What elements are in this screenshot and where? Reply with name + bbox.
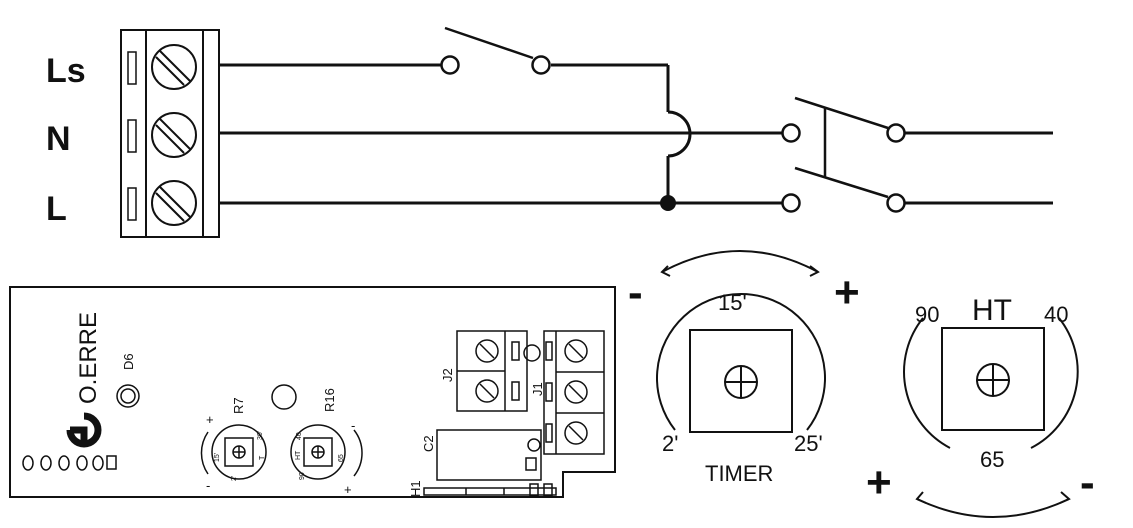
r16-scale-max: 65 (338, 454, 345, 462)
ht-label: HT (972, 294, 1012, 327)
timer-plus: + (834, 268, 860, 317)
label-ls: Ls (46, 52, 86, 90)
wires (219, 63, 1053, 205)
r7-scale-min: 2' (231, 476, 238, 481)
label-r7: R7 (231, 397, 246, 414)
terminal-block (120, 29, 220, 238)
timer-label: TIMER (705, 461, 773, 486)
r7-plus: + (206, 412, 214, 427)
led-d6 (116, 384, 140, 408)
pcb-logo: O.ERRE (66, 312, 102, 448)
label-d6: D6 (121, 353, 136, 370)
r7-scale-t: T (259, 455, 266, 460)
pcb-hole-2 (523, 344, 541, 362)
header-h1 (423, 483, 557, 497)
ht-dial (903, 317, 1079, 518)
terminal-j1 (543, 330, 605, 455)
trimmer-r7 (200, 424, 267, 480)
ht-65: 65 (980, 447, 1004, 472)
r16-minus: - (351, 418, 355, 433)
timer-25: 25' (794, 431, 823, 456)
timer-minus: - (628, 268, 643, 317)
screw-ls (151, 44, 197, 90)
terminal-j2 (456, 330, 528, 412)
r7-minus: - (206, 478, 210, 493)
label-n: N (46, 120, 71, 158)
screw-n (151, 112, 197, 158)
r16-scale-ht: HT (295, 450, 302, 460)
ht-90: 90 (915, 302, 939, 327)
connector-pins (22, 455, 117, 471)
pcb-hole (271, 384, 297, 410)
label-r16: R16 (322, 388, 337, 412)
junction-dot (660, 195, 676, 211)
trimmer-r16 (290, 424, 363, 480)
r16-scale-mid: 40 (296, 432, 303, 440)
ht-plus: + (866, 458, 892, 507)
ht-40: 40 (1044, 302, 1068, 327)
r16-plus: + (344, 482, 352, 497)
r7-scale-mid: 15' (214, 453, 221, 462)
capacitor-c2 (436, 429, 542, 481)
double-pole-switch (781, 96, 906, 213)
pcb-board (9, 286, 616, 498)
label-h1: H1 (408, 480, 423, 497)
timer-dial (656, 250, 826, 433)
label-l: L (46, 190, 67, 228)
label-j2: J2 (440, 368, 455, 382)
timer-2: 2' (662, 431, 678, 456)
label-c2: C2 (421, 435, 436, 452)
brand-label: O.ERRE (75, 312, 102, 404)
single-switch (440, 26, 551, 75)
screw-l (151, 180, 197, 226)
label-j1: J1 (530, 382, 545, 396)
ht-minus: - (1080, 458, 1095, 507)
timer-15: 15' (718, 290, 747, 315)
r7-scale-max: 30' (257, 431, 264, 440)
r16-scale-min: 90 (299, 472, 306, 480)
